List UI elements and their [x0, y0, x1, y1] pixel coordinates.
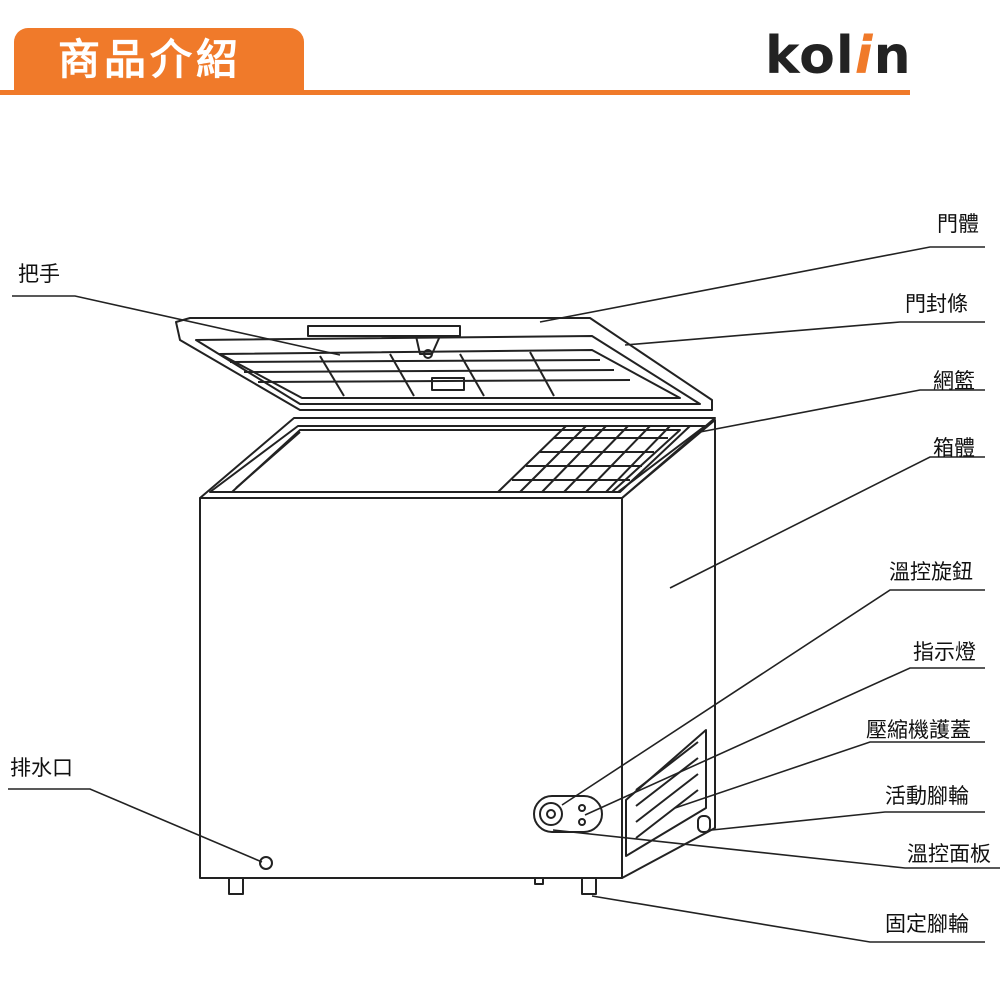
label-handle: 把手 — [18, 262, 60, 286]
basket-drawing — [497, 425, 691, 493]
thermostat-knob-drawing — [539, 802, 563, 826]
label-compressor-cover: 壓縮機護蓋 — [866, 718, 971, 742]
fixed-foot-drawing — [228, 877, 244, 895]
label-fixed-foot: 固定腳輪 — [885, 912, 969, 936]
label-door: 門體 — [937, 212, 979, 236]
label-thermostat-knob: 溫控旋鈕 — [889, 560, 973, 584]
drain-drawing — [259, 856, 273, 870]
indicator-light-drawing — [578, 804, 586, 812]
label-indicator-light: 指示燈 — [913, 640, 976, 664]
label-basket: 網籃 — [933, 369, 975, 393]
page-title: 商品介紹 — [58, 35, 243, 84]
label-door-seal: 門封條 — [905, 292, 968, 316]
header-divider — [0, 90, 910, 95]
caster-drawing — [697, 815, 711, 833]
brand-logo: kolin — [765, 26, 912, 86]
cabinet-side — [621, 419, 716, 879]
label-caster-wheel: 活動腳輪 — [885, 784, 969, 808]
label-control-panel: 溫控面板 — [907, 842, 991, 866]
lid-drawing — [175, 317, 713, 411]
label-drain: 排水口 — [10, 756, 73, 780]
header-tab — [14, 28, 304, 92]
label-cabinet: 箱體 — [933, 436, 975, 460]
